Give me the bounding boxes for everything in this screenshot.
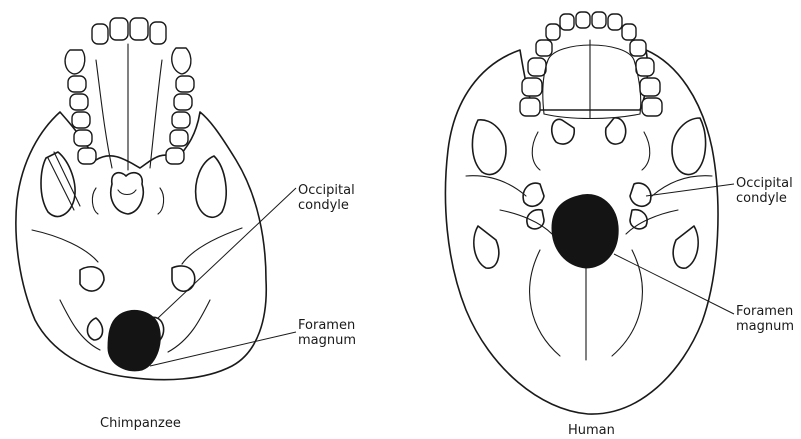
- human-occipital-condyle: [630, 183, 651, 206]
- human-foramen-magnum-label: Foramen magnum: [736, 304, 794, 334]
- chimp-teeth: [65, 18, 194, 164]
- human-foramen-magnum: [552, 194, 618, 268]
- human-occipital-condyle-label: Occipital condyle: [736, 176, 793, 206]
- chimp-foramen-magnum-label: Foramen magnum: [298, 318, 356, 348]
- human-caption: Human: [568, 423, 615, 438]
- chimpanzee-skull: [16, 18, 296, 380]
- human-skull: [445, 12, 734, 414]
- chimp-caption: Chimpanzee: [100, 416, 181, 431]
- chimp-foramen-magnum: [108, 310, 160, 370]
- chimp-occipital-condyle-label: Occipital condyle: [298, 183, 355, 213]
